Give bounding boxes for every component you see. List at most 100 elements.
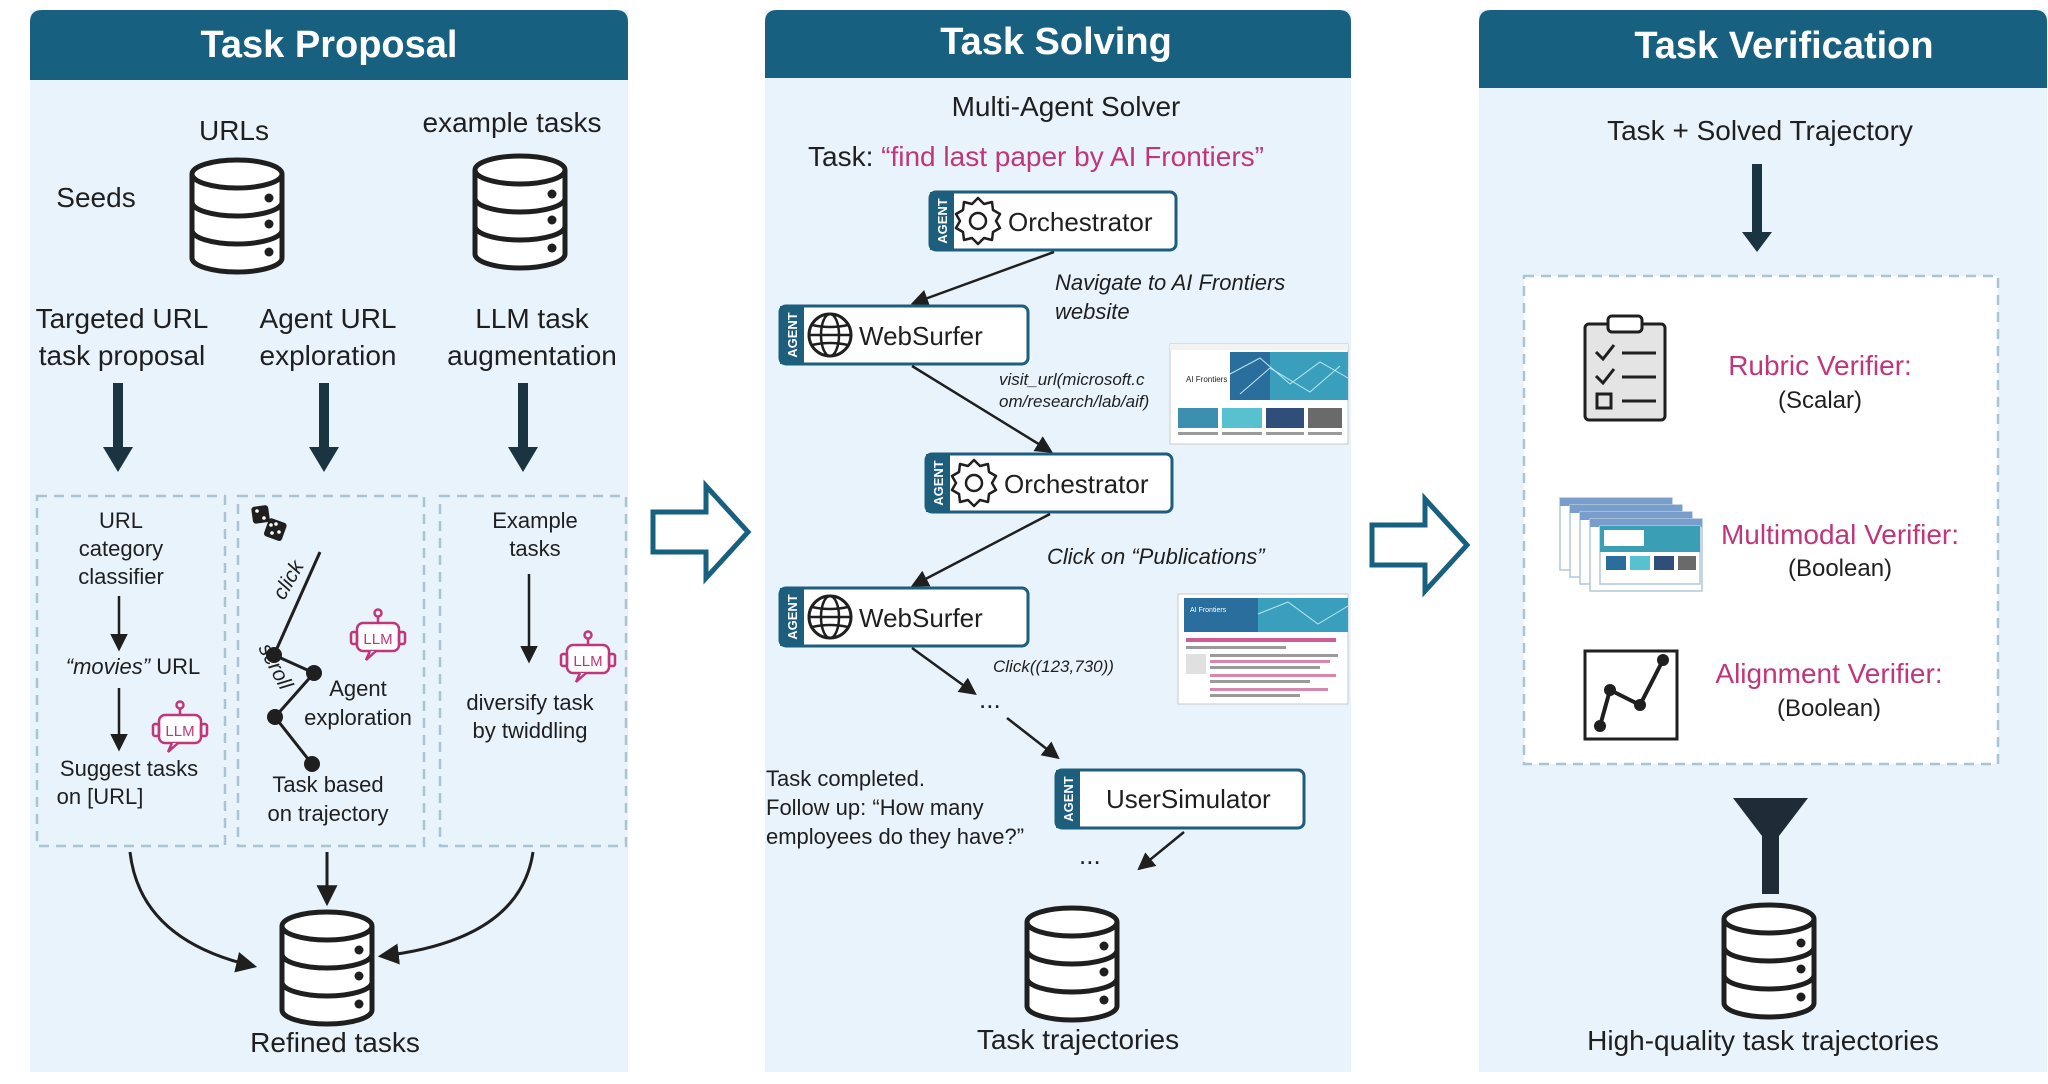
rubric-verifier-type: (Scalar) <box>1778 387 1862 414</box>
ellipsis-2: ... <box>1079 840 1101 870</box>
panel-title-solving: Task Solving <box>940 21 1172 63</box>
svg-text:AGENT: AGENT <box>1061 776 1076 822</box>
panel-title-proposal: Task Proposal <box>201 24 458 66</box>
svg-text:LLM: LLM <box>573 653 602 670</box>
navigate-line1: Navigate to AI Frontiers <box>1055 270 1285 295</box>
multimodal-verifier-name: Multimodal Verifier: <box>1721 519 1959 550</box>
col3-title-line1: LLM task <box>475 303 590 334</box>
website-thumbnail-2: AI Frontiers <box>1177 593 1349 705</box>
col1-title-line1: Targeted URL <box>36 303 209 334</box>
svg-text:AGENT: AGENT <box>931 460 946 506</box>
task-statement: Task: “find last paper by AI Frontiers” <box>808 141 1264 172</box>
globe-icon <box>807 312 853 358</box>
refined-tasks-database-icon <box>282 912 372 1024</box>
url-classifier-box <box>35 494 227 848</box>
trajectory-graph-icon <box>1583 649 1679 741</box>
task-completed-line1: Task completed. <box>766 766 925 791</box>
column-down-arrows <box>103 383 538 472</box>
merge-arrows <box>128 851 535 973</box>
svg-text:WebSurfer: WebSurfer <box>859 321 983 351</box>
rubric-verifier-name: Rubric Verifier: <box>1728 350 1912 381</box>
svg-text:UserSimulator: UserSimulator <box>1106 784 1271 814</box>
refined-tasks-label: Refined tasks <box>250 1027 420 1058</box>
agent-exploration-box <box>236 494 426 848</box>
websurfer-node-2: AGENT WebSurfer <box>778 586 1030 648</box>
visit-url-line1: visit_url(microsoft.c <box>999 370 1145 389</box>
diversify-line1: diversify task <box>466 690 594 715</box>
usersimulator-node: AGENT UserSimulator <box>1054 768 1306 830</box>
box3-line2: tasks <box>509 536 560 561</box>
movies-url-label: “movies” URL <box>66 654 200 679</box>
diversify-line2: by twiddling <box>473 718 588 743</box>
col1-title-line2: task proposal <box>39 340 206 371</box>
svg-text:AI Frontiers: AI Frontiers <box>1186 375 1227 384</box>
task-solving-panel: Task Solving Multi-Agent Solver Task: “f… <box>765 10 1351 1072</box>
svg-text:AGENT: AGENT <box>785 312 800 358</box>
ellipsis-1: ... <box>979 684 1001 714</box>
flow-arrow-2 <box>1369 492 1471 598</box>
llm-badge-1: LLM <box>151 700 209 754</box>
svg-text:Orchestrator: Orchestrator <box>1008 207 1153 237</box>
svg-text:WebSurfer: WebSurfer <box>859 603 983 633</box>
example-tasks-label: example tasks <box>423 107 602 138</box>
agent-exploration-line2: exploration <box>304 705 412 730</box>
col2-title-line1: Agent URL <box>260 303 397 334</box>
svg-text:AI Frontiers: AI Frontiers <box>1190 607 1227 614</box>
svg-text:Orchestrator: Orchestrator <box>1004 469 1149 499</box>
example-tasks-database-icon <box>475 156 565 268</box>
llm-badge-2: LLM <box>349 608 407 662</box>
website-thumbnail-1: AI Frontiers <box>1169 343 1349 445</box>
alignment-verifier-name: Alignment Verifier: <box>1715 658 1942 689</box>
urls-label: URLs <box>199 115 269 146</box>
orchestrator-node-1: AGENT Orchestrator <box>928 190 1178 252</box>
svg-text:LLM: LLM <box>165 723 194 740</box>
visit-url-line2: om/research/lab/aif) <box>999 392 1149 411</box>
suggest-line1: Suggest tasks <box>60 756 198 781</box>
alignment-verifier-type: (Boolean) <box>1777 695 1881 722</box>
panel-title-verification: Task Verification <box>1634 25 1933 67</box>
clipboard-icon <box>1583 314 1667 422</box>
solver-label: Multi-Agent Solver <box>952 91 1181 122</box>
websurfer-node-1: AGENT WebSurfer <box>778 304 1030 366</box>
llm-badge-3: LLM <box>559 630 617 684</box>
col3-title-line2: augmentation <box>447 340 617 371</box>
orchestrator-node-2: AGENT Orchestrator <box>924 452 1174 514</box>
multimodal-verifier-type: (Boolean) <box>1788 555 1892 582</box>
high-quality-database-icon <box>1724 905 1814 1017</box>
navigate-line2: website <box>1055 299 1130 324</box>
seeds-label: Seeds <box>56 182 135 213</box>
task-trajectories-database-icon <box>1027 908 1117 1020</box>
box1-line2: category <box>79 536 163 561</box>
task-completed-line3: employees do they have?” <box>766 824 1024 849</box>
task-completed-line2: Follow up: “How many <box>766 795 984 820</box>
box1-line1: URL <box>99 508 143 533</box>
click-coordinates-label: Click((123,730)) <box>993 657 1114 676</box>
box3-line1: Example <box>492 508 578 533</box>
gear-icon <box>950 458 998 508</box>
suggest-line2: on [URL] <box>57 784 144 809</box>
verification-input-label: Task + Solved Trajectory <box>1607 115 1913 146</box>
globe-icon <box>807 594 853 640</box>
svg-text:AGENT: AGENT <box>935 198 950 244</box>
flow-arrow-1 <box>650 479 752 585</box>
box1-line3: classifier <box>78 564 164 589</box>
dice-icon <box>251 505 287 541</box>
task-augmentation-box <box>438 494 628 848</box>
filter-funnel-icon <box>1733 798 1808 894</box>
task-based-line2: on trajectory <box>267 801 388 826</box>
svg-text:LLM: LLM <box>363 631 392 648</box>
exploration-path <box>266 551 322 772</box>
agent-exploration-line1: Agent <box>329 676 387 701</box>
task-based-line1: Task based <box>272 772 383 797</box>
task-proposal-panel: Task Proposal URLs example tasks Seeds T… <box>30 10 628 1072</box>
gear-icon <box>954 196 1002 246</box>
svg-text:AGENT: AGENT <box>785 594 800 640</box>
high-quality-label: High-quality task trajectories <box>1587 1025 1939 1056</box>
task-verification-panel: Task Verification Task + Solved Trajecto… <box>1479 10 2047 1072</box>
click-publications-label: Click on “Publications” <box>1047 544 1266 569</box>
task-trajectories-label: Task trajectories <box>977 1024 1179 1055</box>
screenshots-stack-icon <box>1559 497 1703 592</box>
urls-database-icon <box>192 160 282 272</box>
col2-title-line2: exploration <box>260 340 397 371</box>
